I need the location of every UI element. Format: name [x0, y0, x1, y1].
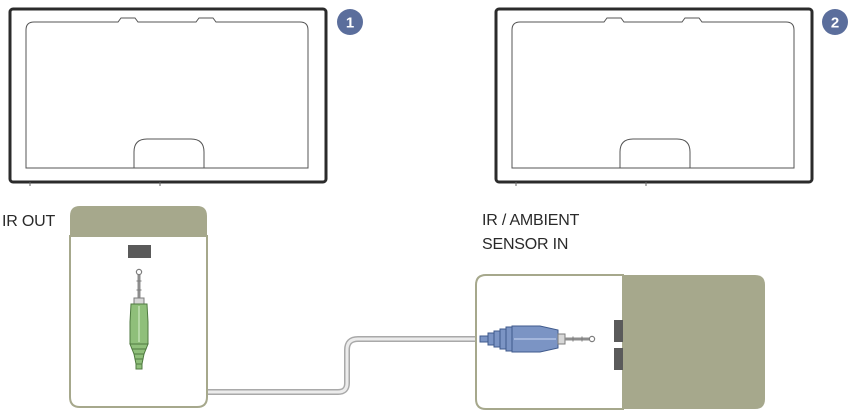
- ir-out-port: [128, 245, 151, 258]
- blue-plug: [479, 325, 596, 353]
- ir-ambient-port-upper: [614, 320, 623, 342]
- monitor-1-rear: [8, 7, 328, 186]
- ir-ambient-label-line2: SENSOR IN: [482, 236, 569, 253]
- ir-ambient-label-line1: IR / AMBIENT: [482, 212, 580, 229]
- badge-2-number: 2: [831, 15, 839, 32]
- ir-out-label: IR OUT: [2, 213, 56, 230]
- badge-1-number: 1: [346, 15, 354, 32]
- ir-ambient-port-lower: [614, 348, 623, 370]
- badge-2: 2: [822, 9, 848, 35]
- badge-1: 1: [337, 9, 363, 35]
- monitor-2-rear: [494, 7, 814, 186]
- green-plug: [129, 268, 149, 370]
